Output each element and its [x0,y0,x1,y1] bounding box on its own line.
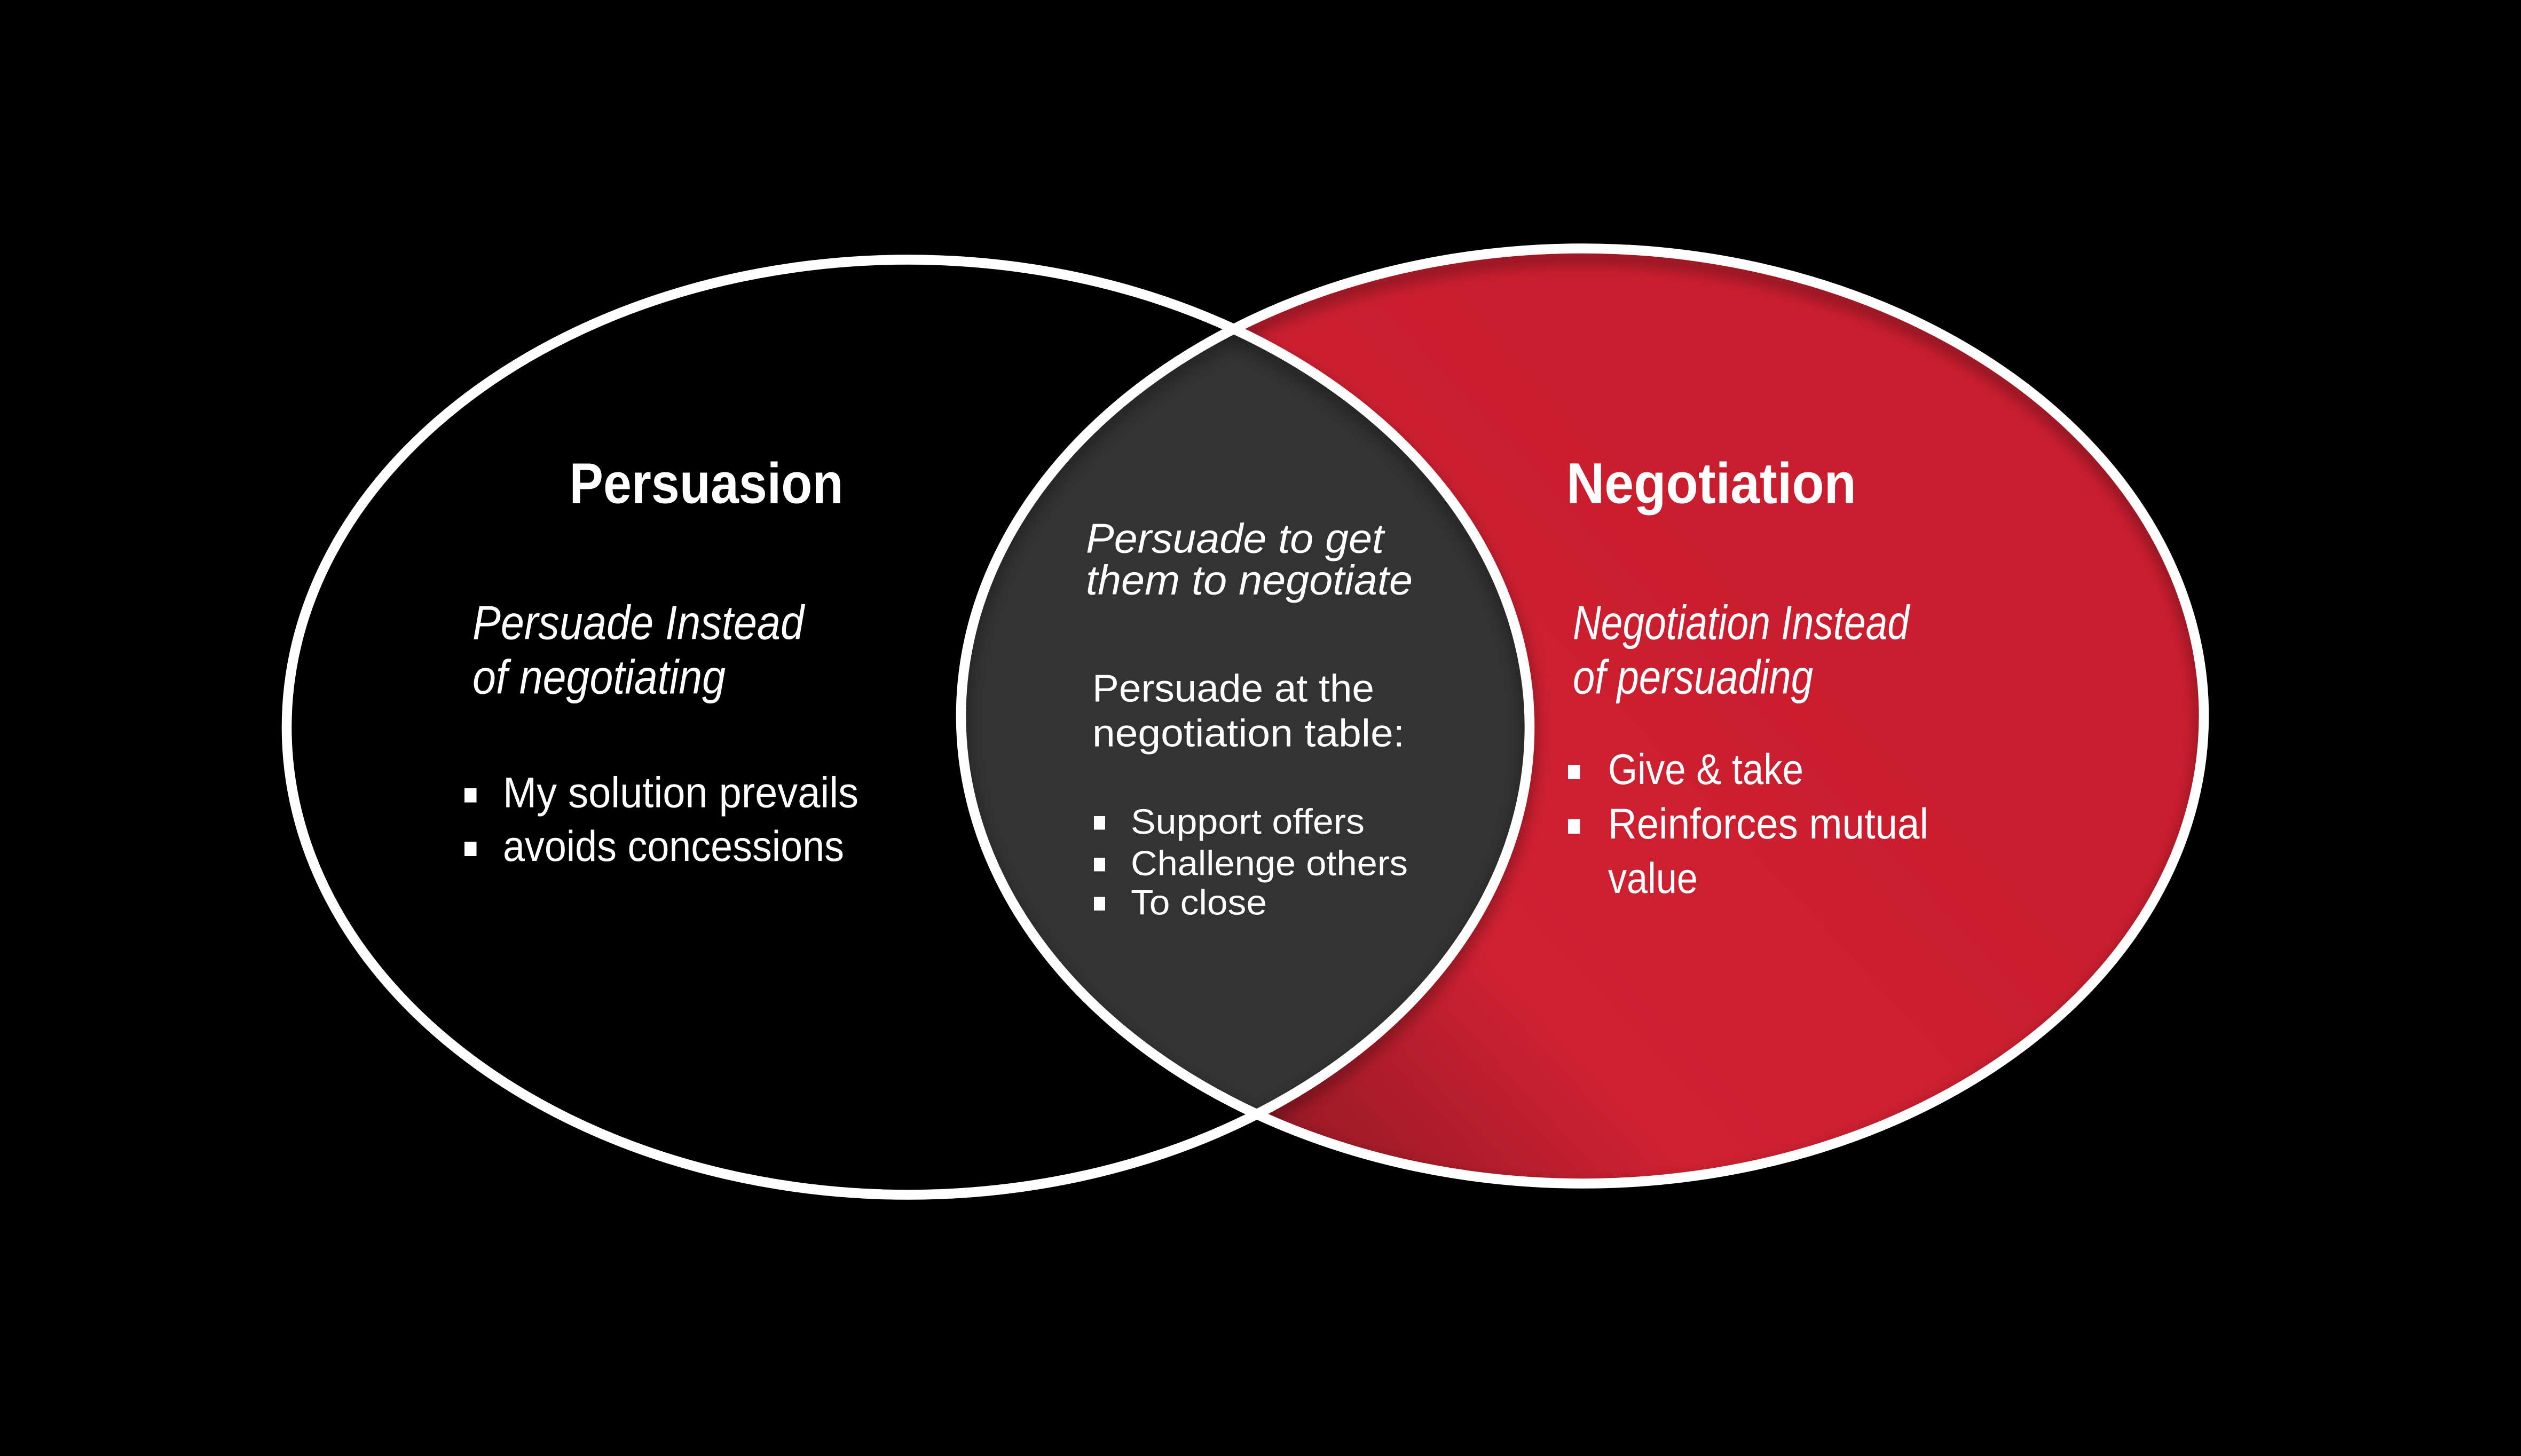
persuasion-text-group: Persuasion Persuade Instead of negotiati… [464,451,858,871]
bullet-square-icon [464,788,477,803]
persuasion-circle-outline [281,255,1535,1200]
overlap-intro-line-2: them to negotiate [1086,557,1413,604]
overlap-heading-line-1: Persuade at the [1092,668,1374,710]
overlap-heading-line-2: negotiation table: [1092,713,1405,755]
persuasion-bullet-2: avoids concessions [503,822,844,871]
overlap-bullet-1: Support offers [1131,802,1365,841]
bullet-square-icon [1094,816,1105,830]
overlap-intro-line-1: Persuade to get [1086,515,1385,562]
bullet-square-icon [1094,897,1105,911]
persuasion-title: Persuasion [570,451,844,516]
overlap-lens [961,259,1530,1184]
negotiation-bullet-1: Give & take [1608,746,1803,794]
negotiation-bullet-2-line-1: Reinforces mutual [1608,800,1928,848]
overlap-text-group: Persuade to get them to negotiate Persua… [1086,515,1413,922]
negotiation-subtitle-line-2: of persuading [1573,651,1813,705]
negotiation-subtitle-line-1: Negotiation Instead [1573,597,1910,650]
overlap-bullet-2: Challenge others [1131,843,1408,883]
bullet-square-icon [1094,858,1105,872]
negotiation-bullet-2-line-2: value [1608,854,1698,903]
persuasion-subtitle-line-1: Persuade Instead [472,597,806,650]
negotiation-circle-outline [956,243,2209,1189]
negotiation-text-group: Negotiation Negotiation Instead of persu… [1566,451,1928,903]
persuasion-subtitle-line-2: of negotiating [472,651,726,705]
overlap-bullet-3: To close [1131,883,1267,922]
bullet-square-icon [1568,819,1580,834]
bullet-square-icon [464,842,477,856]
circle-outlines [281,243,2209,1200]
persuasion-bullet-1: My solution prevails [503,769,858,817]
negotiation-title: Negotiation [1566,451,1856,516]
bullet-square-icon [1568,765,1580,779]
